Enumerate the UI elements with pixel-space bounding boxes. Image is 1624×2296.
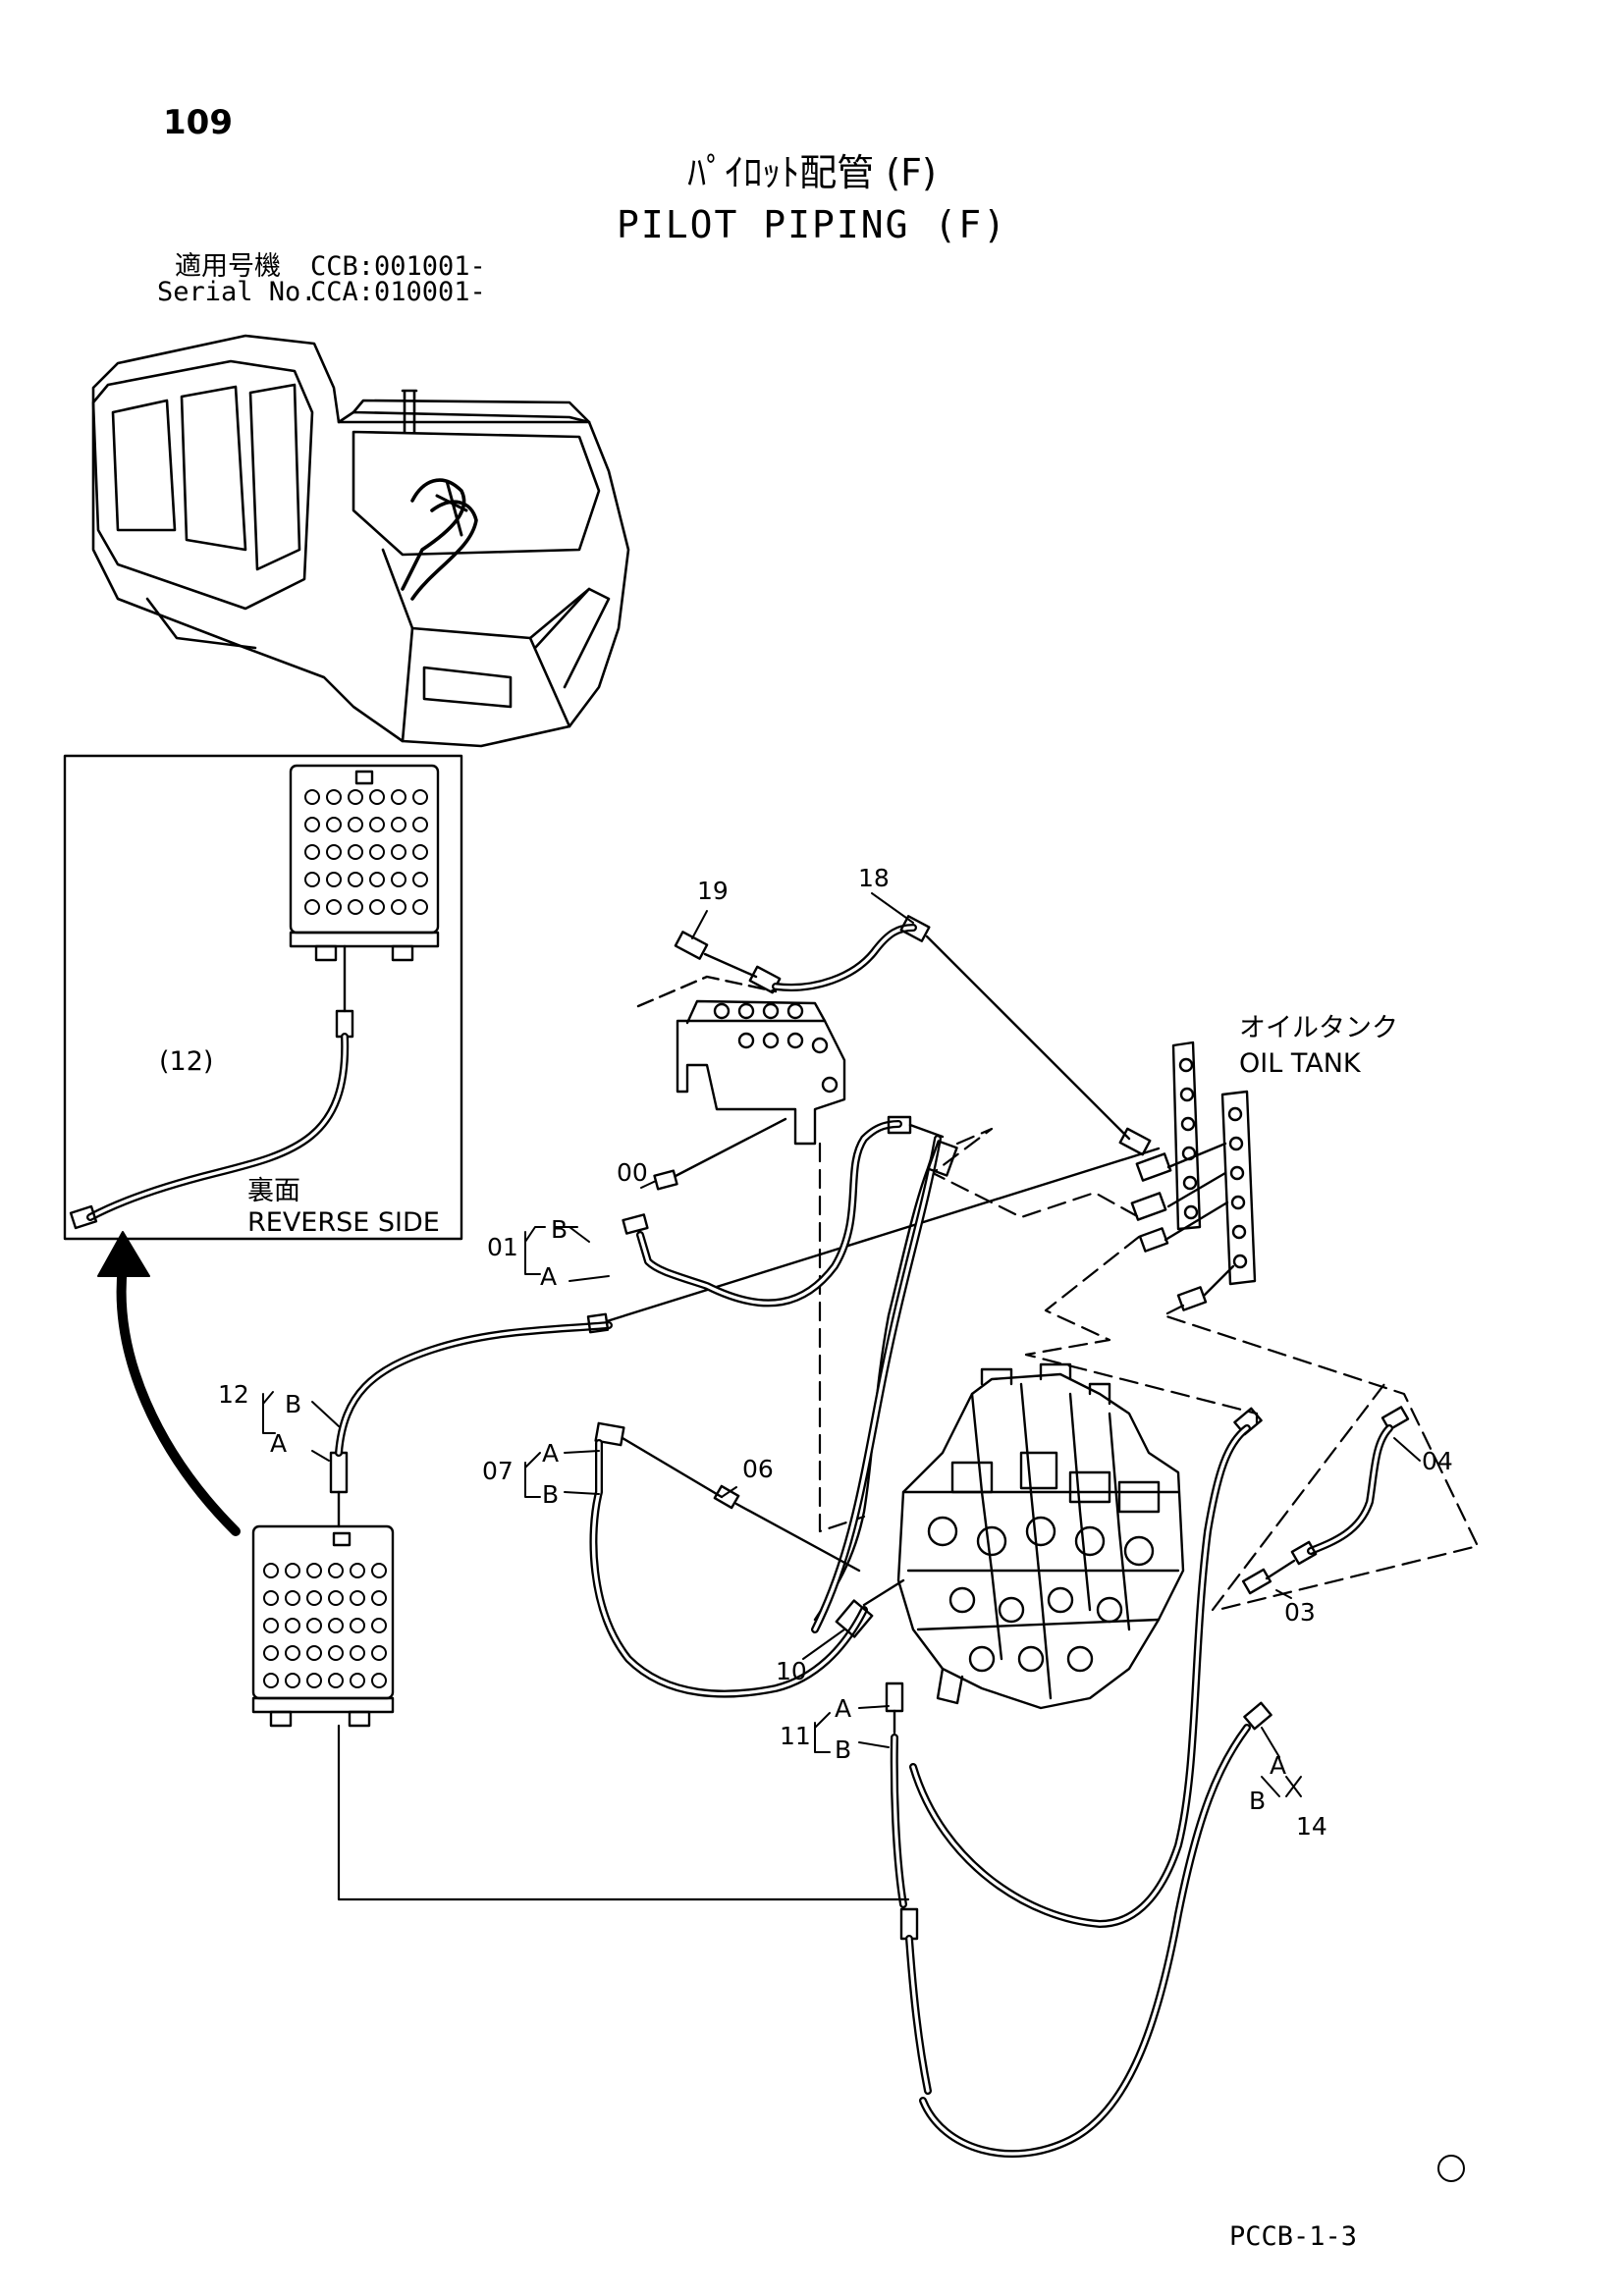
reverse-side-arrow — [116, 1261, 241, 1536]
arrow-head — [97, 1231, 150, 1277]
page-code: PCCB-1-3 — [1229, 2221, 1358, 2252]
callout-07: 07 — [482, 1457, 514, 1485]
applicable-label-jp: 適用号機 — [175, 251, 281, 282]
excavator-overview-illustration — [91, 334, 630, 748]
oil-tank-label: OIL TANK — [1239, 1048, 1361, 1079]
oil-tank-bracket — [1171, 1041, 1257, 1286]
reverse-side-inset — [63, 754, 463, 1241]
callout-11-a: A — [835, 1694, 852, 1723]
hose-07 — [589, 1439, 868, 1698]
callout-03: 03 — [1284, 1598, 1316, 1627]
serial-label: Serial No. — [157, 277, 317, 307]
callout-04: 04 — [1422, 1447, 1453, 1475]
callout-01: 01 — [487, 1233, 518, 1261]
page-title: PILOT PIPING (F) — [616, 203, 1008, 246]
inset-side-en: REVERSE SIDE — [247, 1207, 440, 1238]
hose-14 — [919, 1724, 1251, 2158]
callout-14: 14 — [1296, 1812, 1327, 1841]
callout-10: 10 — [776, 1657, 807, 1685]
callout-01-b: B — [551, 1215, 568, 1244]
oil-tank-label-jp: オイルタンク — [1239, 1013, 1398, 1043]
inset-part-ref: (12) — [159, 1046, 214, 1077]
hose-18 — [772, 924, 917, 991]
callout-11: 11 — [780, 1722, 811, 1750]
callout-11-b: B — [835, 1735, 852, 1764]
upper-pilot-valve — [676, 999, 846, 1146]
callout-00: 00 — [617, 1158, 648, 1187]
serial-value: CCA:010001- — [310, 277, 486, 307]
callout-14-b: B — [1249, 1787, 1267, 1815]
control-valve-assembly — [896, 1362, 1185, 1710]
callout-14-a: A — [1270, 1751, 1287, 1780]
page-title-japanese: ﾊﾟｲﾛｯﾄ配管 (F) — [687, 151, 937, 194]
callout-01-a: A — [540, 1262, 558, 1291]
callout-06: 06 — [742, 1455, 774, 1483]
hose-12 — [335, 1321, 613, 1457]
callout-12-b: B — [285, 1390, 302, 1418]
page-number: 109 — [163, 103, 233, 142]
callout-12: 12 — [218, 1380, 249, 1409]
lower-left-valve — [251, 1451, 395, 1728]
applicable-value: CCB:001001- — [310, 251, 486, 282]
callout-07-a: A — [542, 1439, 560, 1468]
callout-07-b: B — [542, 1480, 560, 1509]
callout-12-a: A — [270, 1429, 288, 1458]
callout-19: 19 — [697, 877, 729, 905]
callout-18: 18 — [858, 864, 890, 892]
inset-side-jp: 裏面 — [247, 1176, 300, 1206]
